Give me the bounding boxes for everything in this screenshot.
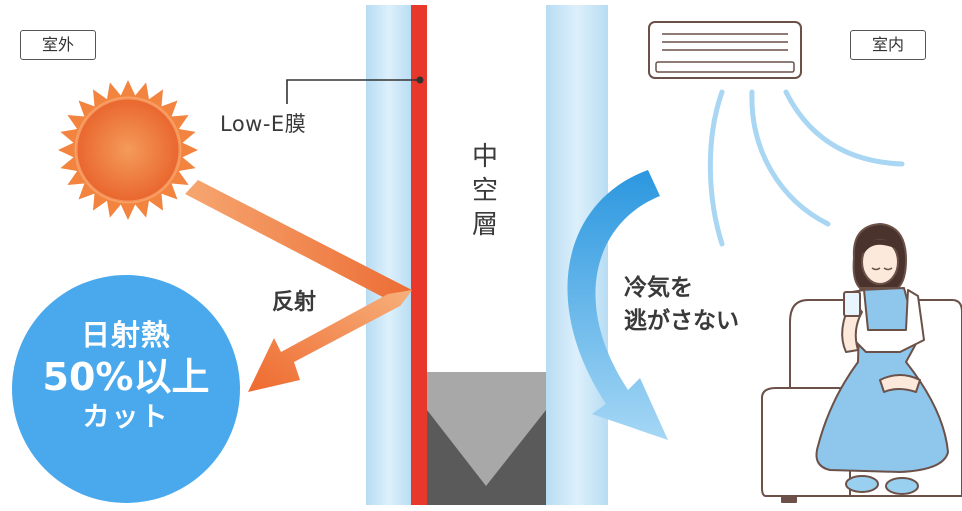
cool-air-label-line2: 逃がさない: [624, 308, 739, 334]
heat-badge-subtitle: カット: [82, 402, 170, 433]
low-e-leader-line: [286, 79, 420, 104]
incoming-heat-arrow: [185, 180, 412, 306]
hollow-layer-label: 中空層: [471, 142, 498, 240]
cool-air-arrow: [567, 170, 668, 440]
heat-badge-value: 50%以上: [42, 355, 210, 399]
reflection-label: 反射: [272, 290, 317, 315]
outdoor-label: 室外: [41, 35, 74, 54]
cool-air-label: 冷気を 逃がさない: [624, 272, 739, 338]
indoor-tag: 室内: [850, 30, 926, 60]
reflected-heat-arrow: [248, 290, 412, 392]
heat-cut-badge: 日射熱 50%以上 カット: [12, 275, 240, 503]
low-e-leader-dot: [416, 76, 424, 84]
heat-badge-title: 日射熱: [80, 318, 171, 352]
sealant: [427, 410, 546, 505]
woman-on-sofa-illustration: [761, 223, 962, 503]
low-e-film: [411, 5, 427, 505]
outer-glass-pane: [366, 5, 412, 505]
cool-air-label-line1: 冷気を: [624, 275, 693, 301]
indoor-label: 室内: [871, 35, 904, 54]
air-conditioner-icon: [648, 21, 802, 79]
sun-icon: [58, 80, 198, 220]
outdoor-tag: 室外: [20, 30, 96, 60]
low-e-film-label: Low-E膜: [220, 112, 307, 136]
air-flow-lines: [707, 89, 905, 247]
